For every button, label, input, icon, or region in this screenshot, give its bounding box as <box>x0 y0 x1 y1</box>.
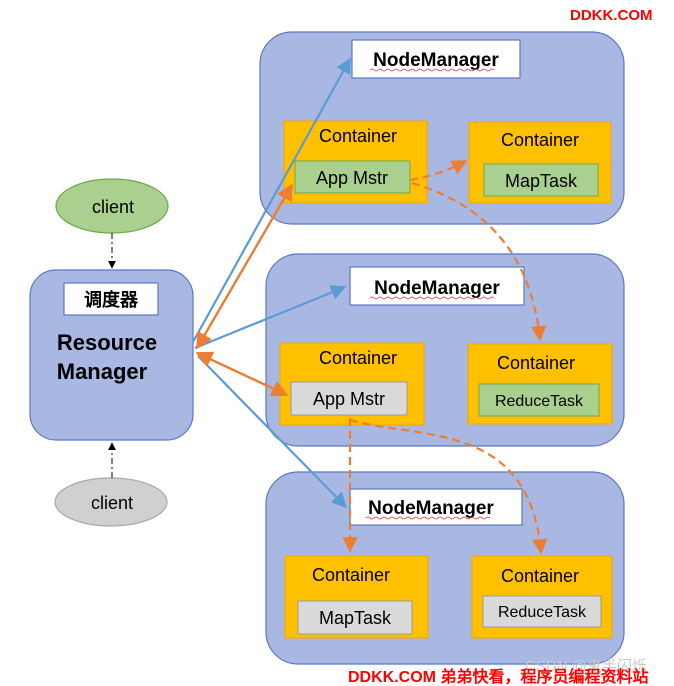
node-3: NodeManager Container MapTask Container … <box>265 471 625 665</box>
node-2-app-mstr-box <box>290 381 408 416</box>
node-2-container-2-label: Container <box>497 353 575 373</box>
resource-manager-line2: Manager <box>57 359 148 384</box>
node-3-maptask-box <box>297 600 413 635</box>
scheduler-box <box>63 282 159 316</box>
node-1-container-1-label: Container <box>319 126 397 146</box>
node-3-reducetask-label: ReduceTask <box>498 604 587 621</box>
node-2-reducetask-label: ReduceTask <box>495 393 584 410</box>
scheduler-label: 调度器 <box>84 289 139 310</box>
watermark-bottom: DDKK.COM 弟弟快看，程序员编程资料站 <box>348 667 648 686</box>
node-1-maptask-label: MapTask <box>505 171 578 191</box>
node-1-container-2-label: Container <box>501 130 579 150</box>
node-2: NodeManager Container App Mstr Container… <box>265 253 625 447</box>
client-bottom-label: client <box>91 493 133 513</box>
node-2-spellcheck-underline <box>369 296 495 300</box>
node-2-nodemanager-label: NodeManager <box>374 278 500 299</box>
node-1-app-mstr-box <box>294 160 411 194</box>
node-2-nodemanager-box <box>349 266 525 306</box>
node-3-container-2-label: Container <box>501 566 579 586</box>
appmstr2-to-reducetask-arrow <box>349 418 548 555</box>
watermark-top: DDKK.COM <box>570 7 653 24</box>
node-2-reducetask-box <box>478 383 600 417</box>
node-1-nodemanager-label: NodeManager <box>373 50 499 71</box>
node-1-maptask-box <box>483 163 599 197</box>
node-3-container-1-label: Container <box>312 565 390 585</box>
node-3-maptask-label: MapTask <box>319 608 392 628</box>
node-1-nodemanager-box <box>351 39 521 79</box>
resource-manager-line1: Resource <box>57 330 157 355</box>
client-bottom-ellipse <box>54 477 168 527</box>
client-top-label: client <box>92 197 134 217</box>
appmstr1-to-maptask-arrow <box>409 160 468 182</box>
node-1-app-mstr-label: App Mstr <box>316 168 388 188</box>
appmstr1-to-reducetask-arrow <box>411 181 547 342</box>
node-3-spellcheck-underline <box>365 516 491 520</box>
rm-appmstr2-arrow <box>195 351 289 397</box>
csdn-watermark: CSDN @鬼半闪烁 <box>525 658 647 675</box>
node-2-container-1-label: Container <box>319 348 397 368</box>
node-3-nodemanager-label: NodeManager <box>368 498 494 519</box>
node-3-reducetask-box <box>482 595 602 628</box>
node-2-app-mstr-label: App Mstr <box>313 389 385 409</box>
node-1-spellcheck-underline <box>369 68 495 72</box>
rm-appmstr1-arrow <box>195 183 294 350</box>
